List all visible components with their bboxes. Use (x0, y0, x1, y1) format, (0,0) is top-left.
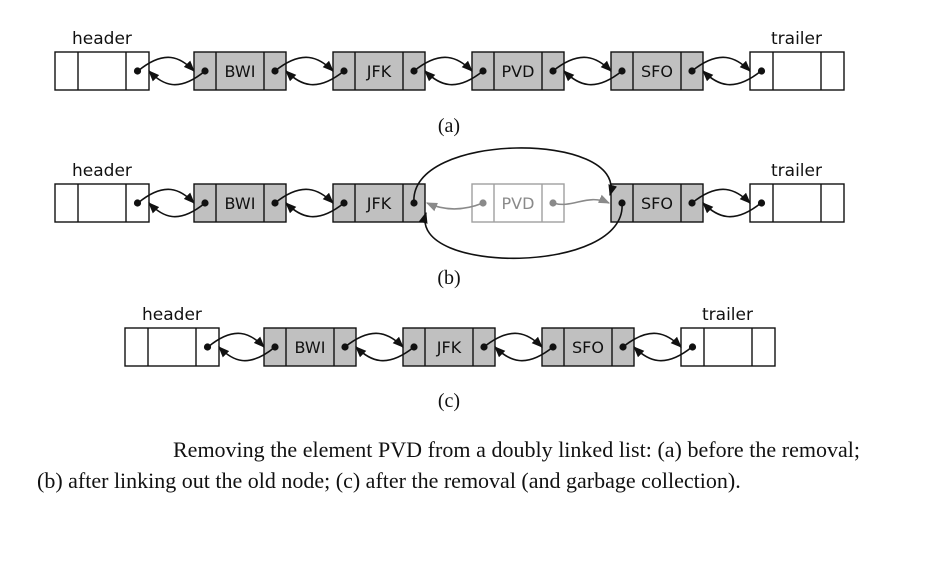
sentinel-box (680, 327, 776, 367)
node-label: BWI (225, 194, 256, 213)
next-link-1 (274, 188, 334, 204)
node-sfo: SFO (610, 183, 704, 223)
trailer-label: trailer (702, 305, 753, 325)
sentinel-box (54, 51, 150, 91)
next-link-0 (137, 188, 195, 204)
node-pvd: PVD (471, 183, 565, 223)
node-label: SFO (572, 338, 604, 357)
node-sfo: SFO (541, 327, 635, 367)
header-sentinel: header (54, 29, 150, 91)
node-label: BWI (295, 338, 326, 357)
node-jfk: JFK (332, 51, 426, 91)
prev-link-0 (218, 346, 276, 362)
node-label: SFO (641, 194, 673, 213)
node-pvd: PVD (471, 51, 565, 91)
subfigure-label-a: (a) (438, 115, 460, 137)
bypass-prev-link (418, 202, 623, 260)
next-link-2 (413, 56, 473, 72)
subfigure-label-c: (c) (438, 390, 460, 412)
node-box (193, 183, 287, 223)
node-bwi: BWI (193, 51, 287, 91)
next-link-2 (691, 188, 751, 204)
prev-link-4 (702, 70, 762, 86)
ghost-prev-link (425, 202, 484, 212)
node-label: BWI (225, 62, 256, 81)
prev-link-1 (285, 70, 345, 86)
header-label: header (72, 29, 132, 49)
node-box (610, 51, 704, 91)
caption-text: Removing the element PVD from a doubly l… (37, 437, 860, 493)
prev-link-2 (494, 346, 554, 362)
node-box (332, 51, 426, 91)
node-box (332, 183, 426, 223)
header-label: header (72, 161, 132, 181)
node-sfo: SFO (610, 51, 704, 91)
next-link-0 (137, 56, 195, 72)
node-box (471, 183, 565, 223)
node-jfk: JFK (332, 183, 426, 223)
figure-caption: Removing the element PVD from a doubly l… (37, 434, 860, 496)
node-bwi: BWI (193, 183, 287, 223)
sentinel-box (124, 327, 220, 367)
node-box (610, 183, 704, 223)
next-link-3 (622, 332, 682, 348)
trailer-label: trailer (771, 161, 822, 181)
ghost-next-link (552, 194, 611, 206)
node-box (402, 327, 496, 367)
header-label: header (142, 305, 202, 325)
subfigure-label-b: (b) (437, 267, 460, 289)
node-label: JFK (366, 62, 392, 81)
trailer-label: trailer (771, 29, 822, 49)
bypass-next-link (413, 147, 618, 204)
next-link-0 (207, 332, 265, 348)
node-bwi: BWI (263, 327, 357, 367)
sentinel-box (749, 183, 845, 223)
prev-link-0 (148, 202, 206, 218)
next-link-3 (552, 56, 612, 72)
prev-link-1 (355, 346, 415, 362)
header-sentinel: header (124, 305, 220, 367)
node-jfk: JFK (402, 327, 496, 367)
header-sentinel: header (54, 161, 150, 223)
trailer-sentinel: trailer (749, 161, 845, 223)
node-label: SFO (641, 62, 673, 81)
prev-link-3 (563, 70, 623, 86)
next-link-2 (483, 332, 543, 348)
next-link-4 (691, 56, 751, 72)
node-label: JFK (436, 338, 462, 357)
prev-link-3 (633, 346, 693, 362)
node-label: JFK (366, 194, 392, 213)
prev-link-1 (285, 202, 345, 218)
prev-link-2 (424, 70, 484, 86)
node-label: PVD (502, 62, 535, 81)
node-label: PVD (502, 194, 535, 213)
trailer-sentinel: trailer (680, 305, 776, 367)
next-link-1 (344, 332, 404, 348)
trailer-sentinel: trailer (749, 29, 845, 91)
next-link-1 (274, 56, 334, 72)
prev-link-0 (148, 70, 206, 86)
prev-link-2 (702, 202, 762, 218)
sentinel-box (749, 51, 845, 91)
